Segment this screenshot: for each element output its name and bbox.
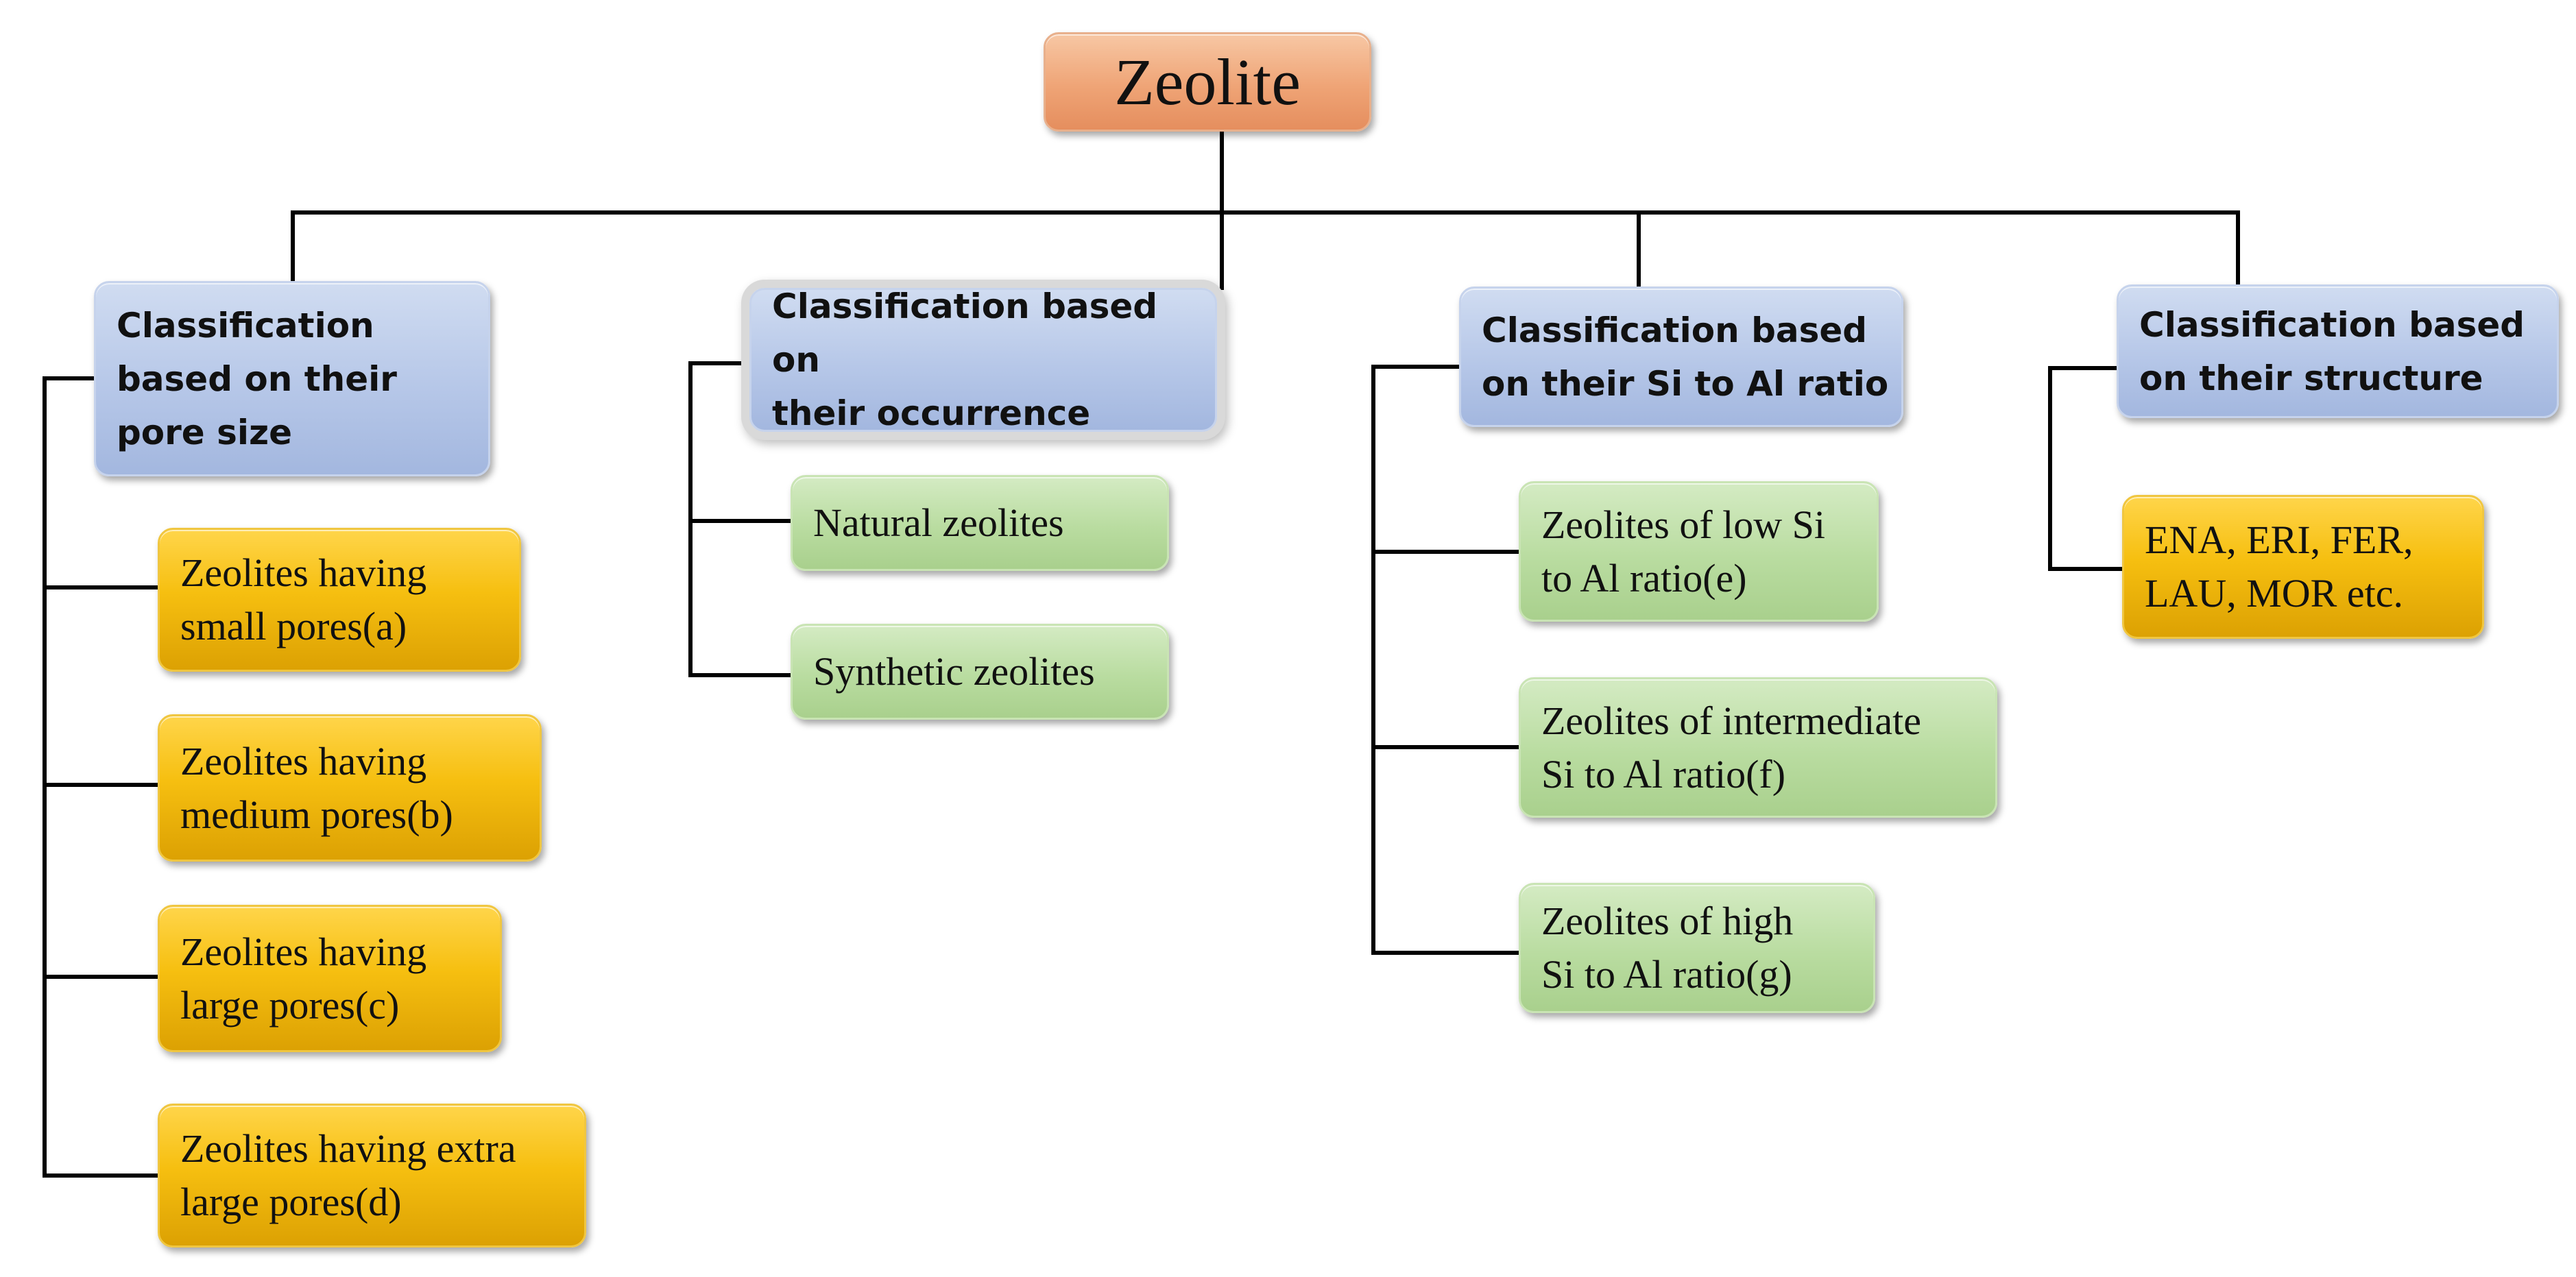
category-label: Classification based on their pore size bbox=[117, 305, 397, 452]
category-structure: Classification based on their structure bbox=[2117, 284, 2559, 418]
leaf-large-pores: Zeolites having large pores(c) bbox=[158, 905, 502, 1052]
leaf-extra-large-pores: Zeolites having extra large pores(d) bbox=[158, 1104, 586, 1248]
leaf-label: Zeolites of intermediate Si to Al ratio(… bbox=[1541, 698, 1922, 796]
category-label: Classification based on their structure bbox=[2139, 304, 2525, 398]
leaf-intermediate-si-al-ratio: Zeolites of intermediate Si to Al ratio(… bbox=[1519, 677, 1997, 818]
root-node-zeolite: Zeolite bbox=[1044, 32, 1371, 132]
leaf-high-si-al-ratio: Zeolites of high Si to Al ratio(g) bbox=[1519, 883, 1875, 1013]
leaf-label: Zeolites of high Si to Al ratio(g) bbox=[1541, 899, 1794, 997]
leaf-label: ENA, ERI, FER, LAU, MOR etc. bbox=[2145, 518, 2414, 616]
leaf-synthetic-zeolites: Synthetic zeolites bbox=[791, 624, 1169, 720]
root-label: Zeolite bbox=[1114, 45, 1301, 119]
leaf-label: Zeolites having small pores(a) bbox=[180, 550, 427, 648]
category-occurrence: Classification based on their occurrence bbox=[749, 287, 1217, 433]
category-pore-size: Classification based on their pore size bbox=[94, 281, 490, 476]
leaf-label: Synthetic zeolites bbox=[813, 649, 1095, 694]
leaf-low-si-al-ratio: Zeolites of low Si to Al ratio(e) bbox=[1519, 481, 1879, 622]
category-label: Classification based on their occurrence bbox=[772, 287, 1158, 433]
leaf-label: Zeolites having large pores(c) bbox=[180, 929, 427, 1027]
leaf-small-pores: Zeolites having small pores(a) bbox=[158, 528, 521, 672]
leaf-medium-pores: Zeolites having medium pores(b) bbox=[158, 714, 542, 862]
category-label: Classification based on their Si to Al r… bbox=[1482, 310, 1889, 404]
category-si-al-ratio: Classification based on their Si to Al r… bbox=[1459, 287, 1903, 427]
leaf-natural-zeolites: Natural zeolites bbox=[791, 475, 1169, 571]
leaf-label: Natural zeolites bbox=[813, 500, 1064, 545]
leaf-label: Zeolites having medium pores(b) bbox=[180, 738, 453, 837]
leaf-label: Zeolites of low Si to Al ratio(e) bbox=[1541, 502, 1826, 600]
leaf-structure-codes: ENA, ERI, FER, LAU, MOR etc. bbox=[2122, 495, 2484, 639]
leaf-label: Zeolites having extra large pores(d) bbox=[180, 1126, 516, 1224]
